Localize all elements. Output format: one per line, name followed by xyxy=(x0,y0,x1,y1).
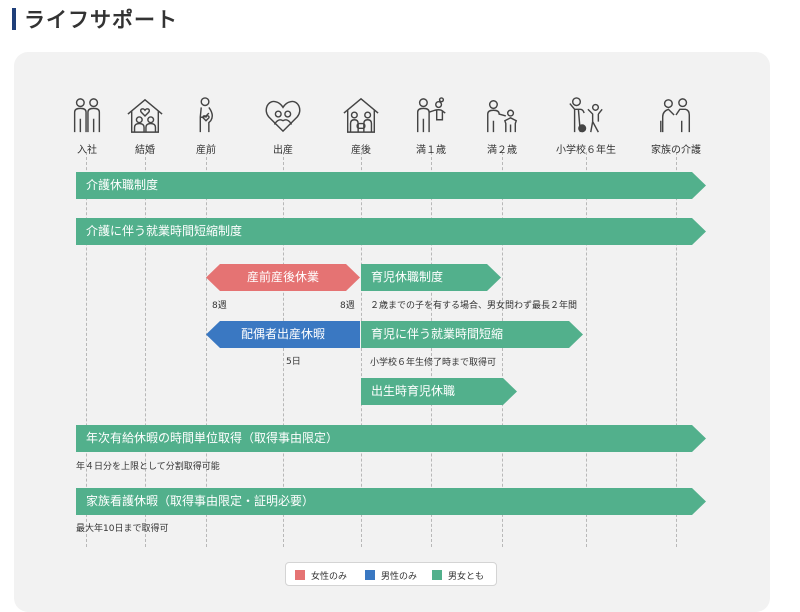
stage-shussan: 出産 xyxy=(253,96,313,156)
stage-label: 産前 xyxy=(196,145,216,156)
note-nenkyu: 年４日分を上限として分割取得可能 xyxy=(76,462,220,472)
stage-label: 家族の介護 xyxy=(651,145,701,156)
stage-shogakko6: 小学校６年生 xyxy=(556,96,616,156)
stage-label: 満１歳 xyxy=(416,145,446,156)
stage-label: 小学校６年生 xyxy=(556,145,616,156)
stage-label: 産後 xyxy=(351,145,371,156)
legend-item-both: 男女とも xyxy=(432,569,484,582)
child-with-ball-icon xyxy=(569,97,603,133)
stage-label: 出産 xyxy=(273,145,293,156)
stage-sango: 産後 xyxy=(331,96,391,156)
bar-kazoku-kango: 家族看護休暇（取得事由限定・証明必要） xyxy=(76,488,706,515)
bar-nenkyu-jikan: 年次有給休暇の時間単位取得（取得事由限定） xyxy=(76,425,706,452)
parent-with-toddler-icon xyxy=(416,97,446,133)
pregnant-woman-icon xyxy=(199,97,213,133)
stage-guide-line xyxy=(206,152,207,547)
stage-kazoku-kaigo: 家族の介護 xyxy=(646,96,706,156)
bar-label: 家族看護休暇（取得事由限定・証明必要） xyxy=(86,494,315,508)
note-ikuji-tanshuku: 小学校６年生修了時まで取得可 xyxy=(370,358,497,368)
stage-guide-line xyxy=(145,152,146,547)
stage-label: 結婚 xyxy=(135,145,155,156)
stage-nyusha: 入社 xyxy=(57,96,117,156)
stage-kekkon: 結婚 xyxy=(115,96,175,156)
caregiver-elderly-icon xyxy=(660,98,691,133)
stage-guide-line xyxy=(502,152,503,547)
stage-guide-line xyxy=(586,152,587,547)
stage-label: 入社 xyxy=(77,145,97,156)
stage-man1sai: 満１歳 xyxy=(401,96,461,156)
note-ikuji-kyugyo: ２歳までの子を有する場合、男女問わず最長２年間 xyxy=(370,301,578,311)
legend-swatch-female xyxy=(295,570,305,580)
parent-with-child-icon xyxy=(487,100,518,133)
stage-man2sai: 満２歳 xyxy=(472,96,532,156)
note-sango-weeks: 8週 xyxy=(340,301,355,311)
bar-shussei-ikuji: 出生時育児休職 xyxy=(361,378,517,405)
legend-label: 男女とも xyxy=(448,572,485,582)
stage-guide-line xyxy=(86,152,87,547)
stage-guide-line xyxy=(431,152,432,547)
bar-label: 年次有給休暇の時間単位取得（取得事由限定） xyxy=(86,431,339,445)
bar-sanzen-sango: 産前産後休業 xyxy=(206,264,360,291)
stage-label: 満２歳 xyxy=(487,145,517,156)
bar-label: 配偶者出産休暇 xyxy=(240,327,325,341)
note-sanzen-weeks: 8週 xyxy=(212,301,227,311)
page-title: ライフサポート xyxy=(24,8,178,32)
stage-sanzen: 産前 xyxy=(176,96,236,156)
legend-swatch-both xyxy=(432,570,442,580)
bar-label: 産前産後休業 xyxy=(246,270,319,284)
bar-kaigo-kyugyo: 介護休職制度 xyxy=(76,172,706,199)
legend-item-male: 男性のみ xyxy=(365,569,417,582)
legend-label: 男性のみ xyxy=(381,572,418,582)
title-accent-bar xyxy=(12,8,16,30)
legend-swatch-male xyxy=(365,570,375,580)
bar-kaigo-tanshuku: 介護に伴う就業時間短縮制度 xyxy=(76,218,706,245)
bar-label: 出生時育児休職 xyxy=(371,384,456,398)
legend-label: 女性のみ xyxy=(311,572,348,582)
bar-haigusha-shussan: 配偶者出産休暇 xyxy=(206,321,360,348)
bar-ikuji-kyugyo: 育児休職制度 xyxy=(361,264,501,291)
two-adults-icon xyxy=(73,98,101,133)
stage-guide-line xyxy=(283,152,284,547)
family-house-icon xyxy=(343,97,379,133)
bar-label: 介護に伴う就業時間短縮制度 xyxy=(86,224,243,238)
legend: 女性のみ 男性のみ 男女とも xyxy=(285,562,497,586)
baby-heart-icon xyxy=(265,100,301,133)
bar-label: 育児休職制度 xyxy=(371,270,444,284)
stage-guide-line xyxy=(676,152,677,547)
couple-heart-house-icon xyxy=(127,98,163,133)
legend-item-female: 女性のみ xyxy=(295,569,347,582)
note-kazoku-kango: 最大年10日まで取得可 xyxy=(76,524,169,534)
stage-guide-line xyxy=(361,152,362,547)
bar-label: 介護休職制度 xyxy=(86,178,159,192)
note-haigusha-days: 5日 xyxy=(286,357,301,367)
bar-label: 育児に伴う就業時間短縮 xyxy=(371,327,504,341)
bar-ikuji-tanshuku: 育児に伴う就業時間短縮 xyxy=(361,321,583,348)
